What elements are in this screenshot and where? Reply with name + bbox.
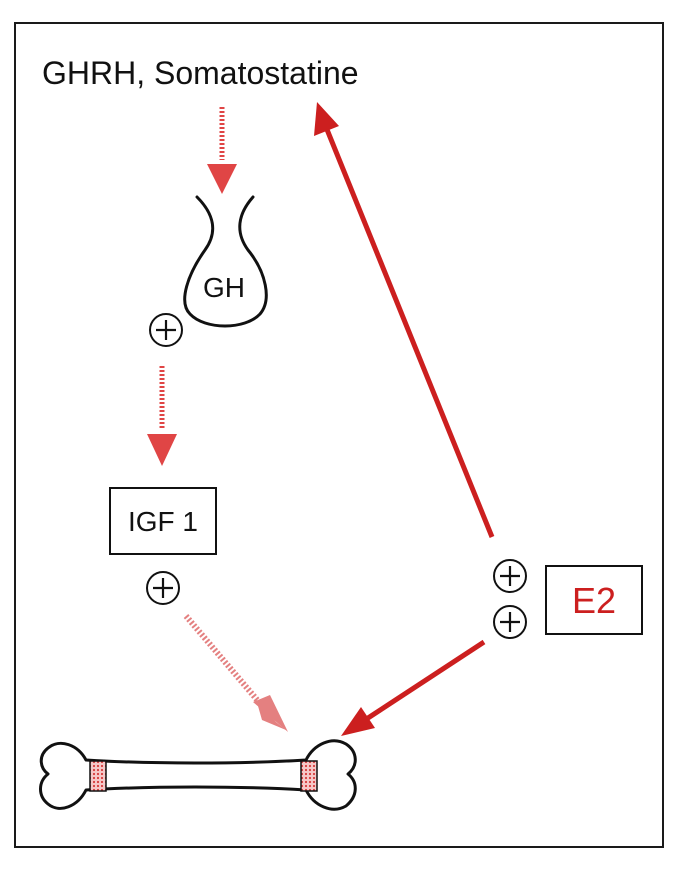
arrow-e2-to-ghrh [314,102,495,538]
diagram-title: GHRH, Somatostatine [42,55,359,91]
e2-node [545,565,643,635]
growth-plate-right [300,760,318,792]
plus-circle-icon [493,605,527,639]
pituitary-gland-icon [183,195,268,328]
igf-label: IGF 1 [128,506,198,537]
arrow-ghrh-to-gh [207,107,237,194]
growth-plate-left [89,760,107,792]
arrow-e2-to-bone [341,639,486,736]
plus-circle-icon [146,571,180,605]
igf-node [109,487,217,555]
pituitary-label: GH [203,272,245,303]
e2-label: E2 [572,580,616,621]
plus-circle-icon [149,313,183,347]
long-bone-icon [39,739,357,811]
arrow-igf-to-bone [183,614,288,732]
diagram-frame [14,22,664,848]
plus-circle-icon [493,559,527,593]
arrow-gh-to-igf [147,366,177,466]
